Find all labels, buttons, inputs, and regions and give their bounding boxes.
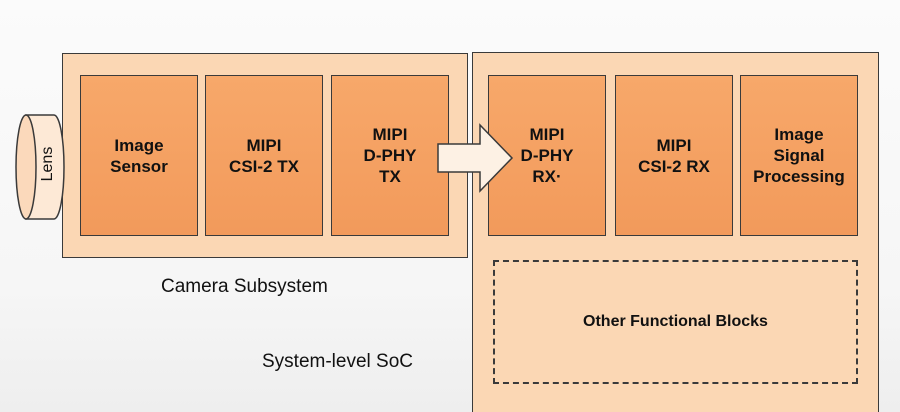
dphy-tx-block: MIPI D-PHY TX xyxy=(331,75,449,236)
other-functional-blocks: Other Functional Blocks xyxy=(493,260,858,384)
data-flow-arrow-icon xyxy=(437,123,514,193)
lens-label: Lens xyxy=(39,146,56,182)
image-sensor-block: Image Sensor xyxy=(80,75,198,236)
csi2-rx-block: MIPI CSI-2 RX xyxy=(615,75,733,236)
image-signal-processing-block: Image Signal Processing xyxy=(740,75,858,236)
lens-icon xyxy=(15,114,65,220)
csi2-tx-block: MIPI CSI-2 TX xyxy=(205,75,323,236)
camera-subsystem-caption: Camera Subsystem xyxy=(161,276,328,297)
soc-caption: System-level SoC xyxy=(262,351,413,372)
